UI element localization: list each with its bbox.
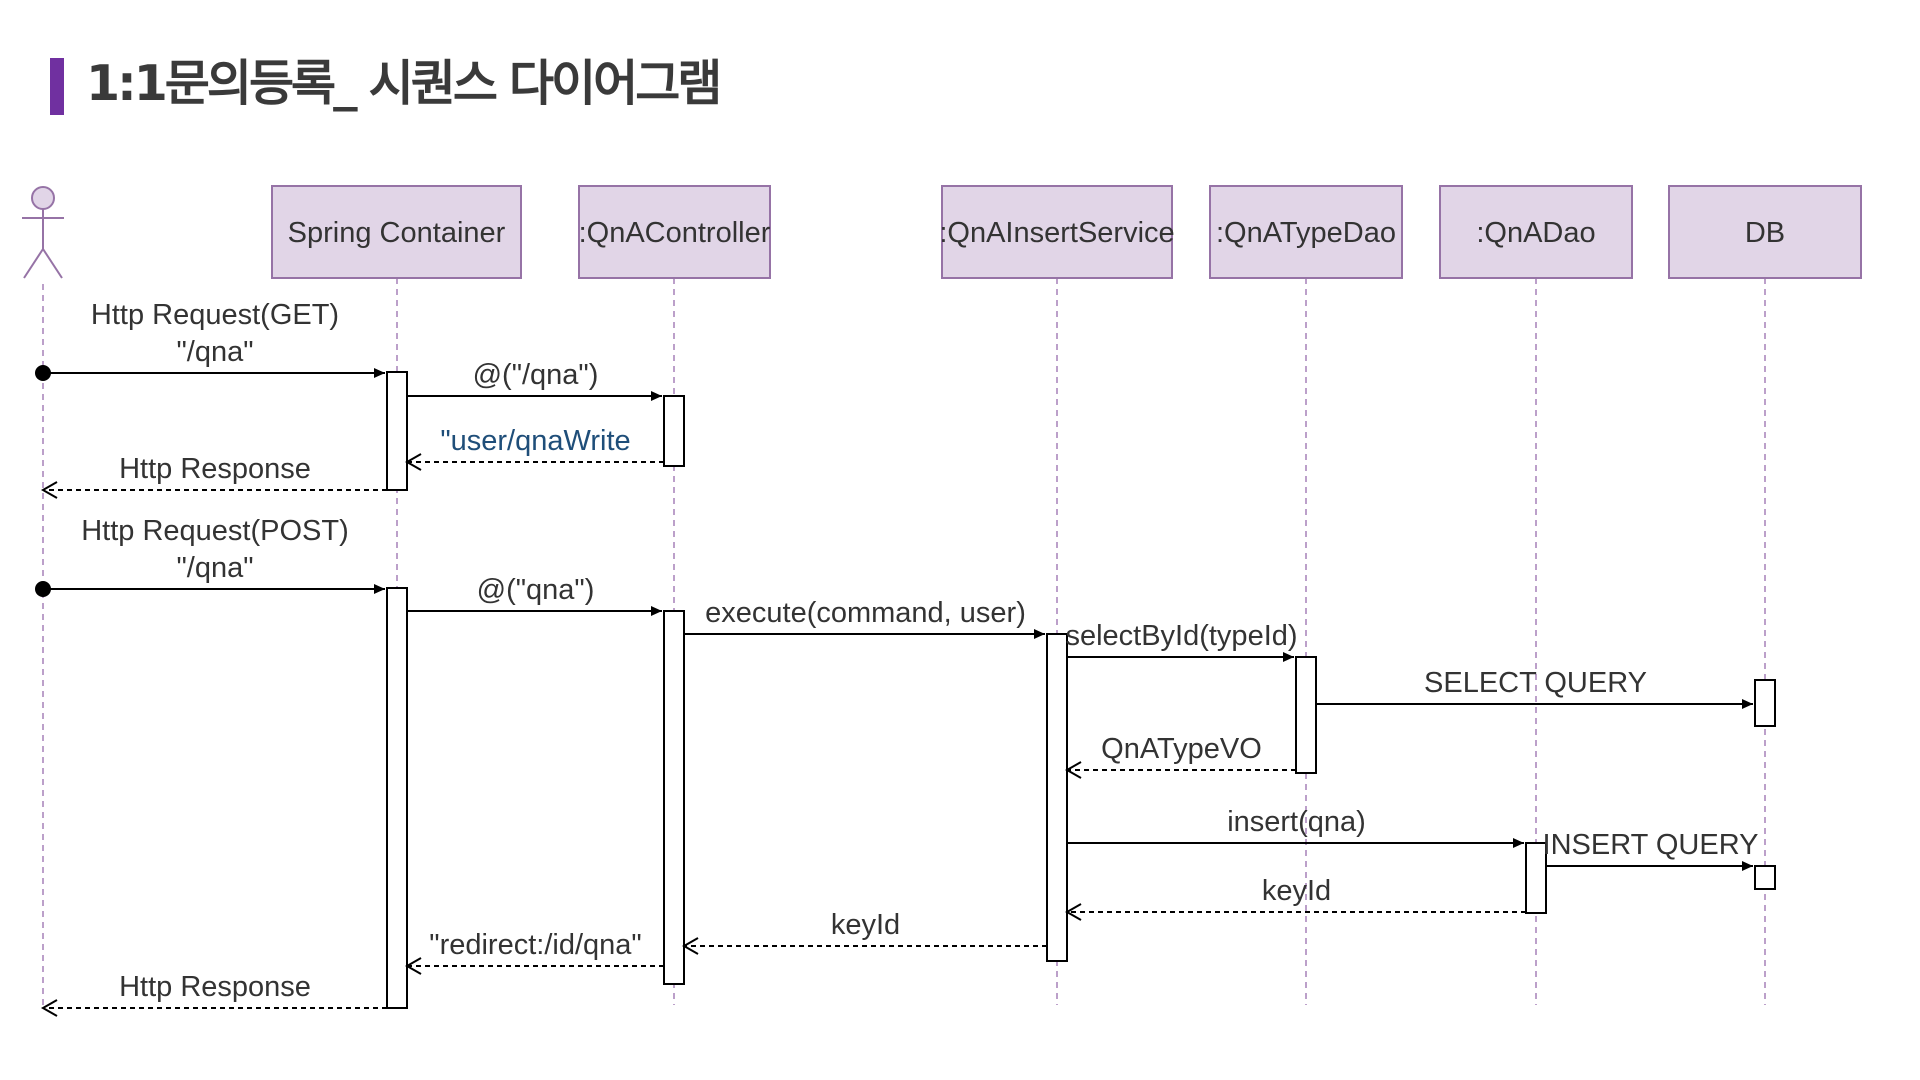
actor-right-leg xyxy=(42,248,63,279)
participant-label-typedao: :QnATypeDao xyxy=(1216,217,1396,249)
activation-spring-2 xyxy=(386,587,408,1009)
participant-box-qnadao xyxy=(1439,185,1633,279)
participant-box-service xyxy=(941,185,1173,279)
message-label-8-0: SELECT QUERY xyxy=(1424,667,1647,699)
participant-label-controller: :QnAController xyxy=(579,217,771,249)
message-label-14-0: "redirect:/id/qna" xyxy=(429,929,641,961)
message-1: @("/qna") xyxy=(407,359,662,401)
participant-box-db xyxy=(1668,185,1862,279)
actor-head xyxy=(31,186,55,210)
activation-typedao-5 xyxy=(1295,656,1317,774)
message-label-11-0: INSERT QUERY xyxy=(1543,829,1759,861)
message-8: SELECT QUERY xyxy=(1316,667,1753,709)
message-label-7-0: selectById(typeId) xyxy=(1065,620,1297,652)
message-4: Http Request(POST) "/qna" xyxy=(35,515,385,597)
message-13: keyId xyxy=(681,909,1047,955)
message-label-6-0: execute(command, user) xyxy=(705,597,1026,629)
return-arrowhead-12 xyxy=(1064,903,1082,921)
message-label-9-0: QnATypeVO xyxy=(1101,733,1262,765)
message-5: @("qna") xyxy=(407,574,662,616)
activation-service-4 xyxy=(1046,633,1068,962)
message-12: keyId xyxy=(1064,875,1526,921)
participant-label-service: :QnAInsertService xyxy=(939,217,1174,249)
return-arrowhead-2 xyxy=(404,453,422,471)
activation-spring-0 xyxy=(386,371,408,491)
activation-db-6 xyxy=(1754,679,1776,727)
page-title: 1:1문의등록_ 시퀀스 다이어그램 xyxy=(86,55,722,112)
message-label-4-1: "/qna" xyxy=(176,552,253,584)
message-label-0-1: "/qna" xyxy=(176,336,253,368)
activation-controller-1 xyxy=(663,395,685,467)
message-label-2-0: "user/qnaWrite xyxy=(440,425,630,457)
message-label-0-0: Http Request(GET) xyxy=(91,299,339,331)
message-label-15-0: Http Response xyxy=(119,971,311,1003)
return-arrowhead-9 xyxy=(1064,761,1082,779)
participant-label-db: DB xyxy=(1745,217,1785,249)
return-arrowhead-3 xyxy=(40,481,58,499)
message-0: Http Request(GET) "/qna" xyxy=(35,299,385,381)
return-arrowhead-15 xyxy=(40,999,58,1017)
activation-db-8 xyxy=(1754,865,1776,890)
message-label-1-0: @("/qna") xyxy=(473,359,599,391)
message-3: Http Response xyxy=(40,453,387,499)
message-label-3-0: Http Response xyxy=(119,453,311,485)
participant-box-controller xyxy=(578,185,771,279)
participant-label-spring: Spring Container xyxy=(288,217,506,249)
message-6: execute(command, user) xyxy=(684,597,1045,639)
message-7: selectById(typeId) xyxy=(1065,620,1298,662)
participant-box-typedao xyxy=(1209,185,1403,279)
activation-qnadao-7 xyxy=(1525,842,1547,914)
participant-label-qnadao: :QnADao xyxy=(1476,217,1595,249)
stick-figure-actor-icon xyxy=(22,186,64,279)
activation-controller-3 xyxy=(663,610,685,985)
participant-box-spring xyxy=(271,185,522,279)
return-arrowhead-14 xyxy=(404,957,422,975)
message-9: QnATypeVO xyxy=(1064,733,1296,779)
actor-left-leg xyxy=(23,248,44,279)
message-14: "redirect:/id/qna" xyxy=(404,929,664,975)
message-label-5-0: @("qna") xyxy=(477,574,595,606)
message-label-4-0: Http Request(POST) xyxy=(81,515,349,547)
message-label-13-0: keyId xyxy=(831,909,900,941)
message-15: Http Response xyxy=(40,971,387,1017)
message-11: INSERT QUERY xyxy=(1543,829,1759,871)
message-10: insert(qna) xyxy=(1067,806,1524,848)
message-label-10-0: insert(qna) xyxy=(1227,806,1366,838)
message-label-12-0: keyId xyxy=(1262,875,1331,907)
title-accent-bar xyxy=(50,58,64,115)
message-2: "user/qnaWrite xyxy=(404,425,664,471)
return-arrowhead-13 xyxy=(681,937,699,955)
